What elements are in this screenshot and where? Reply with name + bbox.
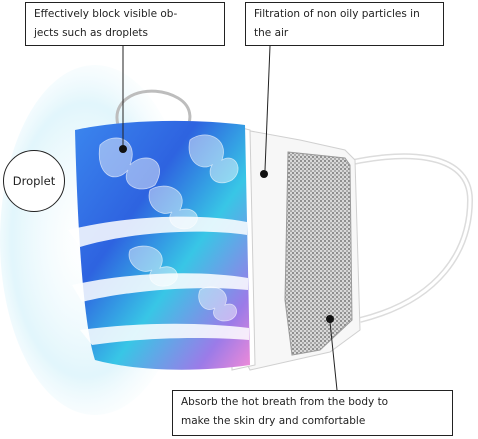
ear-strap-right <box>339 153 474 323</box>
callout-filtration: Filtration of non oily particles in the … <box>245 2 444 46</box>
pointer-dot-bottom <box>326 315 334 323</box>
callout-text-line: Filtration of non oily particles in <box>254 8 420 20</box>
callout-text-line: Effectively block visible ob- <box>34 8 178 20</box>
callout-text-line: Absorb the hot breath from the body to <box>181 396 389 408</box>
pleat-2 <box>72 273 248 302</box>
callout-line-top-right <box>264 45 271 171</box>
ear-strap-left <box>115 89 192 130</box>
pleat-1 <box>68 216 247 247</box>
pointer-dot-top-left <box>119 145 127 153</box>
filter-layer <box>284 151 353 356</box>
callout-text-line: make the skin dry and comfortable <box>181 415 366 427</box>
butterfly-pattern <box>98 134 239 322</box>
pleat-3 <box>80 323 249 345</box>
callout-line-bottom <box>329 321 338 391</box>
callout-text-line: jects such as droplets <box>34 27 149 39</box>
droplet-badge: Droplet <box>3 150 65 212</box>
callout-block-droplets: Effectively block visible ob- jects such… <box>25 2 225 46</box>
pointer-dot-top-right <box>260 170 268 178</box>
droplet-label: Droplet <box>12 174 56 188</box>
callout-text-line: the air <box>254 27 289 39</box>
mask-front <box>75 120 250 370</box>
callout-absorb-breath: Absorb the hot breath from the body to m… <box>172 390 453 436</box>
